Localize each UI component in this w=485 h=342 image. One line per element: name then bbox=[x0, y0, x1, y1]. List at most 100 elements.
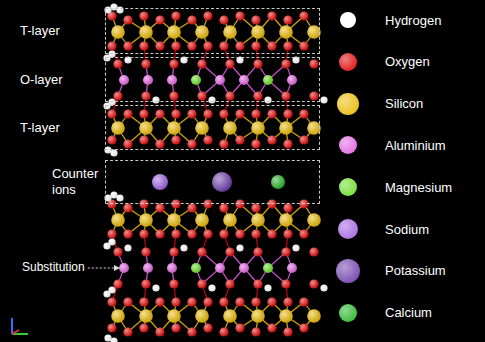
layer-label: T-layer bbox=[20, 23, 100, 39]
atom bbox=[155, 203, 164, 212]
atom bbox=[299, 109, 308, 118]
atom bbox=[208, 284, 215, 291]
atom bbox=[113, 247, 122, 256]
atom bbox=[119, 263, 129, 273]
dashed-frame bbox=[105, 8, 320, 54]
atom bbox=[251, 309, 265, 323]
atom bbox=[263, 75, 273, 85]
atom bbox=[279, 25, 293, 39]
legend-text: Aluminium bbox=[385, 138, 446, 153]
atom bbox=[169, 279, 178, 288]
atom bbox=[299, 11, 308, 20]
atom bbox=[155, 229, 164, 238]
atom bbox=[123, 109, 132, 118]
atom bbox=[215, 263, 225, 273]
atom bbox=[251, 229, 260, 238]
legend-swatch bbox=[340, 12, 356, 28]
atom bbox=[191, 263, 201, 273]
atom bbox=[299, 199, 308, 208]
atom bbox=[281, 279, 290, 288]
legend-swatch bbox=[339, 53, 357, 71]
atom bbox=[239, 75, 249, 85]
atom bbox=[171, 41, 180, 50]
atom bbox=[152, 174, 168, 190]
atom bbox=[251, 109, 260, 118]
atom bbox=[283, 229, 292, 238]
legend-text: Potassium bbox=[385, 263, 446, 278]
atom bbox=[219, 297, 228, 306]
atom bbox=[203, 135, 212, 144]
legend-text: Silicon bbox=[385, 96, 423, 111]
atom bbox=[123, 327, 132, 336]
atom bbox=[267, 229, 276, 238]
atom bbox=[155, 297, 164, 306]
atom bbox=[235, 199, 244, 208]
layer-frame: T-layer bbox=[4, 105, 320, 150]
atom bbox=[139, 41, 148, 50]
atom bbox=[203, 297, 212, 306]
atom bbox=[187, 327, 196, 336]
atom bbox=[251, 297, 260, 306]
atom bbox=[107, 297, 116, 306]
atom bbox=[283, 297, 292, 306]
axis-z bbox=[11, 318, 13, 334]
atom bbox=[251, 203, 260, 212]
atom bbox=[187, 139, 196, 148]
atom bbox=[223, 25, 237, 39]
atom bbox=[219, 229, 228, 238]
atom bbox=[212, 172, 232, 192]
atom bbox=[141, 91, 150, 100]
atom bbox=[107, 229, 116, 238]
atom bbox=[143, 75, 153, 85]
atom bbox=[197, 279, 206, 288]
atom bbox=[195, 25, 209, 39]
legend-swatch bbox=[336, 259, 360, 283]
atom bbox=[191, 75, 201, 85]
atom bbox=[309, 91, 318, 100]
atom bbox=[235, 41, 244, 50]
atom bbox=[167, 75, 177, 85]
atom bbox=[251, 121, 265, 135]
atom bbox=[203, 41, 212, 50]
atom bbox=[110, 149, 117, 156]
atom bbox=[169, 247, 178, 256]
legend-entry: Sodium bbox=[338, 220, 429, 238]
atom bbox=[169, 91, 178, 100]
legend-entry: Oxygen bbox=[339, 53, 430, 71]
atom bbox=[263, 263, 273, 273]
axis-x bbox=[12, 330, 19, 334]
atom bbox=[299, 135, 308, 144]
atom bbox=[239, 263, 249, 273]
atom bbox=[271, 175, 285, 189]
atom bbox=[197, 91, 206, 100]
atom bbox=[281, 91, 290, 100]
atom bbox=[215, 75, 225, 85]
atom bbox=[251, 41, 260, 50]
atom bbox=[309, 279, 318, 288]
atom bbox=[219, 109, 228, 118]
atom bbox=[267, 11, 276, 20]
atom bbox=[108, 238, 115, 245]
atom bbox=[203, 323, 212, 332]
atom bbox=[187, 15, 196, 24]
atom bbox=[141, 247, 150, 256]
atom bbox=[107, 135, 116, 144]
atom bbox=[139, 199, 148, 208]
atom bbox=[307, 213, 321, 227]
atom bbox=[253, 279, 262, 288]
atom bbox=[123, 139, 132, 148]
atom bbox=[203, 229, 212, 238]
legend-text: Oxygen bbox=[385, 54, 430, 69]
atom bbox=[299, 41, 308, 50]
atom bbox=[251, 139, 260, 148]
layer-label: O-layer bbox=[20, 72, 100, 88]
atom bbox=[223, 309, 237, 323]
legend-swatch bbox=[339, 178, 357, 196]
atom bbox=[143, 263, 153, 273]
atom bbox=[141, 59, 150, 68]
atom bbox=[139, 11, 148, 20]
atom bbox=[320, 96, 327, 103]
atom bbox=[111, 25, 125, 39]
legend-entry: Potassium bbox=[336, 262, 446, 280]
atom bbox=[155, 327, 164, 336]
